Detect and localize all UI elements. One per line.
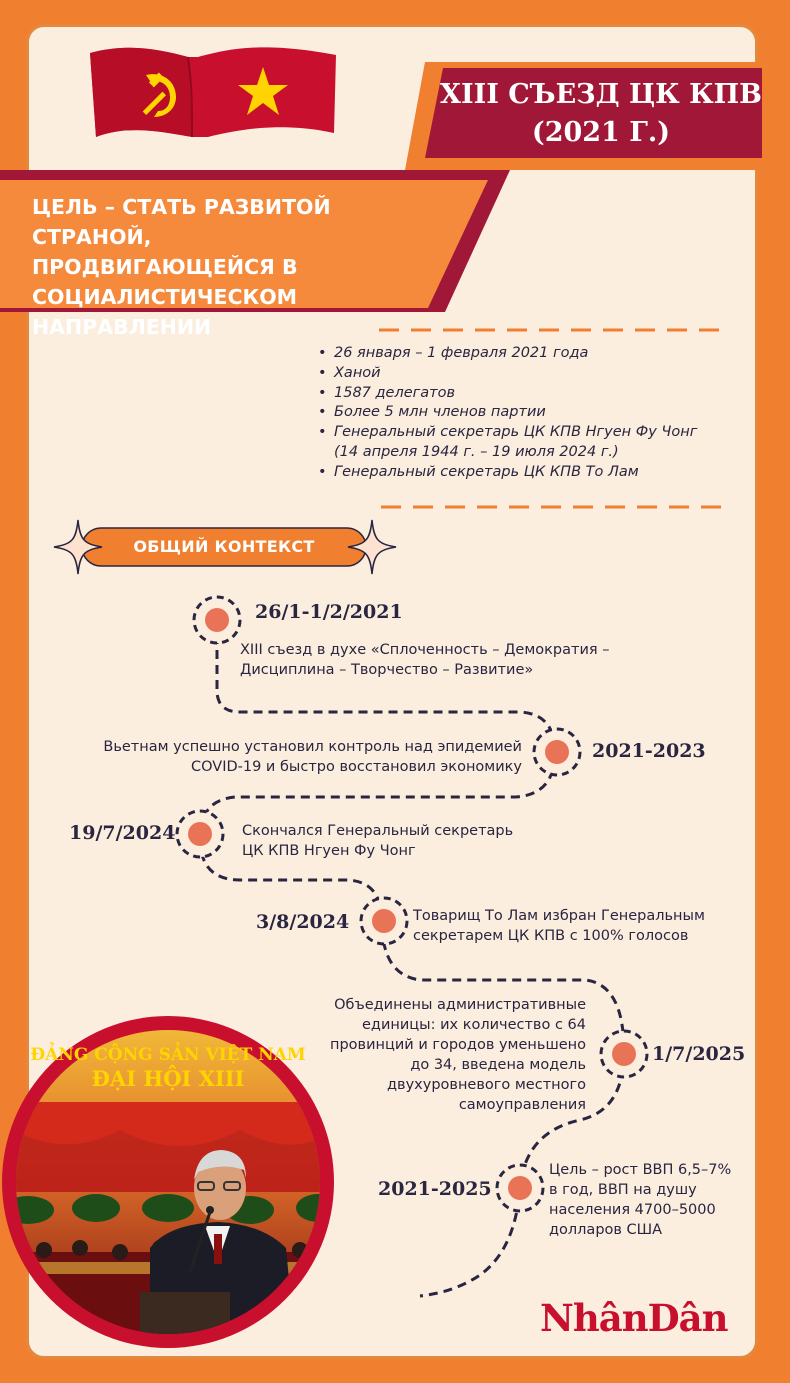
info-item: 1587 делегатов [318,384,738,404]
info-item: 26 января – 1 февраля 2021 года [318,344,738,364]
title-banner [405,62,762,170]
info-item: Генеральный секретарь ЦК КПВ Нгуен Фу Чо… [318,423,738,463]
flags-icon [90,47,336,138]
info-item-sub: (14 апреля 1944 г. – 19 июля 2024 г.) [334,443,619,460]
timeline-date: 3/8/2024 [256,911,350,933]
page-title: XIII СЪЕЗД ЦК КПВ (2021 Г.) [440,79,762,148]
timeline-event: Вьетнам успешно установил контроль над э… [103,739,522,775]
info-item: Генеральный секретарь ЦК КПВ То Лам [318,463,738,483]
timeline-event: Цель – рост ВВП 6,5–7%в год, ВВП на душу… [549,1162,732,1238]
goal-heading: ЦЕЛЬ – СТАТЬ РАЗВИТОЙ СТРАНОЙ, ПРОДВИГАЮ… [32,195,331,339]
context-label: ОБЩИЙ КОНТЕКСТ [133,537,315,556]
timeline-date: 2021-2025 [378,1178,492,1200]
context-label-frame [53,519,397,575]
info-dividers [379,328,730,509]
timeline-date: 19/7/2024 [69,822,176,844]
timeline-date: 1/7/2025 [652,1043,746,1065]
nhandan-logo: NhânDân [540,1296,729,1340]
photo-banner-line1: ĐẢNG CỘNG SẢN VIỆT NAM [30,1042,306,1065]
photo-banner-line2: ĐẠI HỘI XIII [92,1065,245,1091]
congress-photo: ĐẢNG CỘNG SẢN VIỆT NAM ĐẠI HỘI XIII [2,1016,334,1348]
info-item: Ханой [318,364,738,384]
info-item: Более 5 млн членов партии [318,403,738,423]
timeline-date: 26/1-1/2/2021 [255,601,403,623]
timeline-event: XIII съезд в духе «Сплоченность – Демокр… [240,642,610,678]
info-list: 26 января – 1 февраля 2021 года Ханой 15… [318,344,738,483]
goal-banner [0,170,510,312]
timeline-date: 2021-2023 [592,740,706,762]
